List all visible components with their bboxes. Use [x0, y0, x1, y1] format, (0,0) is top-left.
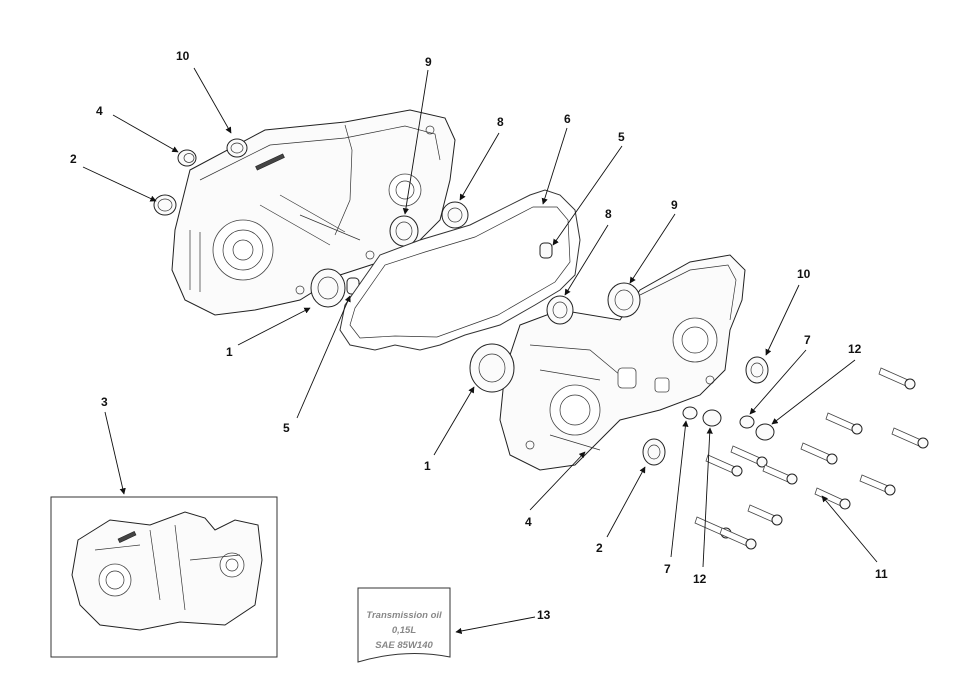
left-sleeve-4 [177, 149, 197, 167]
left-oil-seal-10 [226, 138, 248, 158]
right-bearing-8 [546, 295, 574, 325]
left-bearing-9 [389, 215, 419, 247]
left-main-bearing-1 [310, 268, 346, 308]
callout-5-bottom: 5 [283, 421, 290, 435]
callout-4-bottom: 4 [525, 515, 532, 529]
callout-numbers: 10 4 2 9 8 6 5 8 9 10 7 12 1 5 3 1 4 2 7… [70, 49, 888, 622]
oil-label-line2: 0,15L [392, 625, 416, 636]
callout-3: 3 [101, 395, 108, 409]
plugs-12 [702, 409, 775, 441]
left-crankcase-half [171, 109, 456, 316]
callout-2-bottom: 2 [596, 541, 603, 555]
callout-11: 11 [875, 567, 888, 581]
left-bearing-8 [441, 201, 469, 229]
screws-11 [694, 367, 929, 550]
callout-8-top: 8 [497, 115, 504, 129]
callout-5-top: 5 [618, 130, 625, 144]
callout-12-top: 12 [848, 342, 862, 356]
callout-1-mid: 1 [424, 459, 431, 473]
leader-lines [82, 67, 878, 635]
oil-label-line1: Transmission oil [366, 610, 442, 621]
callout-13: 13 [537, 608, 551, 622]
callout-4-left: 4 [96, 104, 103, 118]
callout-10-left: 10 [176, 49, 190, 63]
callout-9-mid: 9 [671, 198, 678, 212]
right-oil-seal-10 [745, 356, 769, 384]
right-bearing-9 [607, 282, 641, 318]
right-main-bearing-1 [469, 343, 515, 393]
callout-2-left: 2 [70, 152, 77, 166]
callout-6: 6 [564, 112, 571, 126]
callout-9-top: 9 [425, 55, 432, 69]
oil-label-line3: SAE 85W140 [375, 640, 433, 651]
assembled-crankcase-inset [50, 496, 278, 658]
callout-10-right: 10 [797, 267, 811, 281]
crankcase-gasket-6 [339, 189, 581, 351]
right-crankcase-half [499, 254, 746, 471]
callout-7-top: 7 [804, 333, 811, 347]
callout-7-bottom: 7 [664, 562, 671, 576]
right-seal-2 [642, 438, 666, 466]
left-seal-2 [153, 194, 177, 216]
dowel-5-top [539, 242, 553, 259]
washers-7 [682, 406, 755, 429]
callout-12-bottom: 12 [693, 572, 707, 586]
callout-8-mid: 8 [605, 207, 612, 221]
transmission-oil-label: Transmission oil 0,15L SAE 85W140 [357, 587, 451, 663]
callout-1-left: 1 [226, 345, 233, 359]
